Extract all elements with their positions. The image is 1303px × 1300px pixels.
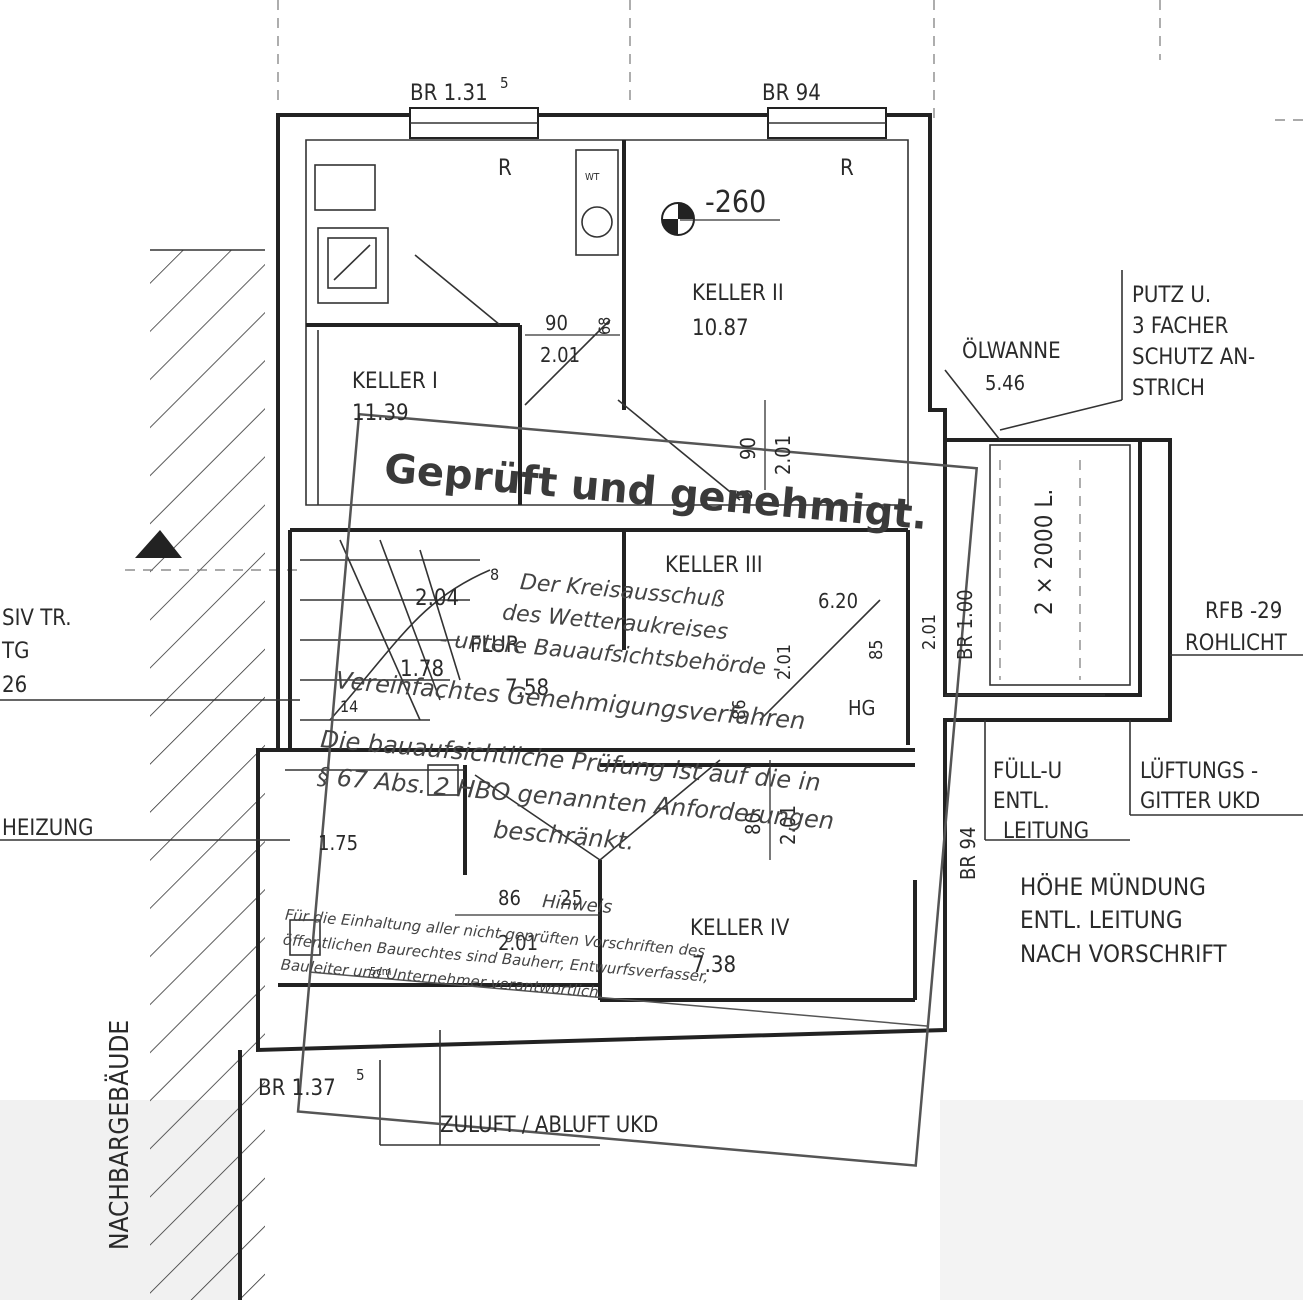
leader-putz-2 <box>999 399 1123 431</box>
dim-1-width: 90 <box>545 311 568 335</box>
boiler-inner <box>327 237 377 289</box>
window-label-bottom-left: BR 1.37 <box>258 1076 336 1101</box>
dim-7-height: 2.01 <box>776 805 800 845</box>
door-swing-4 <box>759 599 881 721</box>
ground-level-marker <box>135 530 182 558</box>
room-keller3-area: 6.20 <box>818 589 858 613</box>
note-fuell-3: LEITUNG <box>1003 819 1089 844</box>
room-keller1-name: KELLER I <box>352 369 438 394</box>
level-marker-fill <box>662 203 694 235</box>
dim-7-width: 80 <box>741 812 765 835</box>
window-label-top-right: BR 94 <box>762 81 821 106</box>
dim-9: 1.75 <box>318 831 358 855</box>
stamp-hinweis: Hinweis <box>541 891 613 918</box>
note-rfb-1: RFB -29 <box>1205 599 1282 624</box>
stamp-title: Geprüft und genehmigt. <box>382 446 929 539</box>
note-heizung: HEIZUNG <box>2 816 93 841</box>
window-label-bottom-left-sup: 5 <box>356 1066 365 1084</box>
wc-circle <box>581 206 613 238</box>
dim-2-width: 90 <box>736 437 760 460</box>
room-flur-area: 7.58 <box>505 676 549 701</box>
note-lueft-2: GITTER UKD <box>1140 789 1260 814</box>
dim-5-width: 85 <box>866 639 887 660</box>
note-putz-3: SCHUTZ AN- <box>1132 345 1255 370</box>
door-swing-6 <box>599 759 721 861</box>
room-keller4-name: KELLER IV <box>690 916 790 941</box>
mark-wc: WT <box>585 172 600 183</box>
tank-label: 2 × 2000 L. <box>1030 489 1058 615</box>
window-label-top-left: BR 1.31 <box>410 81 488 106</box>
room-keller2-area: 10.87 <box>692 316 749 341</box>
note-lueft-1: LÜFTUNGS - <box>1140 758 1258 784</box>
door-swing-2 <box>524 319 611 406</box>
mark-r-2: R <box>840 156 854 181</box>
stamp-frame <box>296 412 979 1167</box>
dim-3-sup: 8 <box>490 565 499 584</box>
window-label-top-left-sup: 5 <box>500 74 509 92</box>
tank-inner <box>989 444 1131 686</box>
note-putz-4: STRICH <box>1132 376 1205 401</box>
dim-4b: 14 <box>340 697 358 716</box>
note-putz-1: PUTZ U. <box>1132 283 1211 308</box>
scan-shade <box>940 1100 1303 1300</box>
dim-2-sill: 5 <box>733 489 757 500</box>
vent-label: 5cm <box>370 965 391 978</box>
note-hoehe-2: ENTL. LEITUNG <box>1020 906 1183 934</box>
room-keller2-name: KELLER II <box>692 281 784 306</box>
dim-2-height: 2.01 <box>771 435 795 475</box>
note-hoehe-1: HÖHE MÜNDUNG <box>1020 872 1206 901</box>
stamp-line-3: - untere Bauaufsichtsbehörde - <box>439 627 782 682</box>
door-swing-1 <box>414 254 501 326</box>
room-flur-name: FLUR <box>470 633 520 658</box>
note-nachbar: NACHBARGEBÄUDE <box>103 1020 135 1250</box>
earth-hatch <box>150 250 265 1300</box>
room-keller3-name: KELLER III <box>665 553 763 578</box>
dim-1-sill: 68 <box>595 317 614 335</box>
room-keller1-area: 11.39 <box>352 401 409 426</box>
dim-6-width: 86 <box>498 886 521 910</box>
dim-6-sill: 25 <box>560 886 583 910</box>
note-rfb-2: ROHLICHT <box>1185 631 1288 656</box>
stamp-divider <box>310 971 928 1027</box>
note-hoehe-3: NACH VORSCHRIFT <box>1020 940 1227 968</box>
boiler-diagonal <box>333 244 371 281</box>
dim-5-height: 2.01 <box>919 614 940 650</box>
note-left-2: TG <box>1 639 29 664</box>
inner-wall-line <box>305 139 909 506</box>
level-label: -260 <box>705 185 766 220</box>
outer-wall <box>256 113 1172 1053</box>
mark-hg: HG <box>848 696 875 720</box>
dim-1-height: 2.01 <box>540 343 580 367</box>
note-left-1: SIV TR. <box>2 606 72 631</box>
window-label-right: BR 1.00 <box>953 589 977 660</box>
chimney <box>427 764 459 796</box>
leader-oel <box>944 369 1001 441</box>
note-zuluft: ZULUFT / ABLUFT UKD <box>440 1113 658 1138</box>
door-swing-3 <box>617 399 741 501</box>
room-oelwanne-name: ÖLWANNE <box>962 338 1061 364</box>
approval-stamp <box>296 412 979 1167</box>
window-label-right-lower: BR 94 <box>956 827 980 880</box>
mark-r-1: R <box>498 156 512 181</box>
stamp-line-7: beschränkt. <box>492 816 636 856</box>
note-fuell-1: FÜLL-U <box>993 758 1062 784</box>
dim-8-width: 86 <box>729 699 750 720</box>
note-putz-2: 3 FACHER <box>1132 314 1229 339</box>
note-left-3: 26 <box>2 673 27 698</box>
staircase <box>300 539 491 721</box>
wc-box <box>575 149 619 256</box>
radiator <box>314 164 376 211</box>
heater-unit <box>289 919 321 956</box>
boiler-box <box>317 227 389 304</box>
dim-4: 1.78 <box>400 657 444 682</box>
dim-6-height: 2.01 <box>498 931 538 955</box>
note-fuell-2: ENTL. <box>993 789 1050 814</box>
dim-8-height: 2.01 <box>774 644 795 680</box>
door-swing-5 <box>474 774 601 861</box>
room-oelwanne-area: 5.46 <box>985 371 1025 395</box>
room-keller4-area: 7.38 <box>692 953 736 978</box>
dim-3: 2.04 <box>415 586 459 611</box>
